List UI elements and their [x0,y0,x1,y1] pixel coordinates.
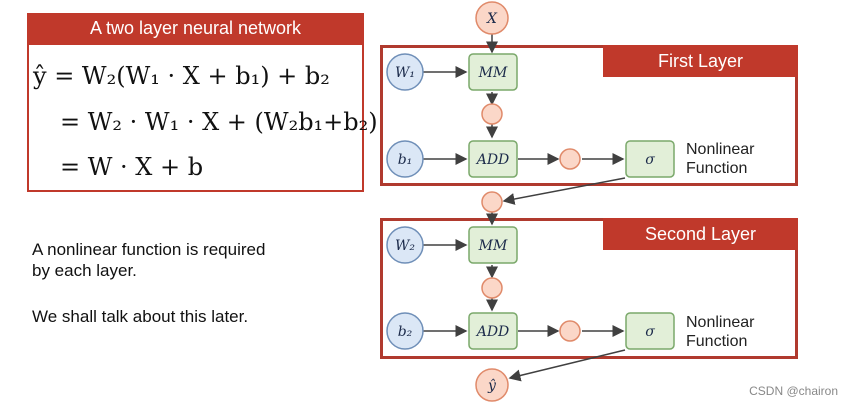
tensor-node-2 [559,148,581,170]
add1-node: ADD [468,140,518,178]
input-node: X [475,1,509,35]
layer1-nonlinear-label: Nonlinear Function [686,140,754,178]
add2-node-label: ADD [475,324,510,340]
tensor-node-5 [559,320,581,342]
b1-node: b₁ [386,140,424,178]
watermark: CSDN @chairon [749,384,838,398]
layer2-nonlinear-line2: Function [686,333,748,350]
layer1-nonlinear-line1: Nonlinear [686,141,755,158]
note-line-2: by each layer. [32,261,137,280]
note-line-1: A nonlinear function is required [32,240,266,259]
edge-sigma1-to-mid [502,177,626,205]
w1-node-label: W₁ [395,65,415,81]
layer1-nonlinear-line2: Function [686,160,748,177]
add2-node: ADD [468,312,518,350]
input-node-label: X [486,11,498,27]
mm2-node-label: MM [478,238,508,254]
tensor-node-1 [481,103,503,125]
equation-line-3: = W · X + b [60,153,204,181]
second-layer-frame [380,218,798,359]
w2-node-label: W₂ [395,238,415,254]
sigma1-node-label: σ [645,152,655,168]
panel-title: A two layer neural network [27,13,364,43]
sigma1-node: σ [625,140,675,178]
output-node: ŷ [475,368,509,402]
output-node-label: ŷ [487,377,497,394]
b2-node: b₂ [386,312,424,350]
tensor-node-3 [481,191,503,213]
mm2-node: MM [468,226,518,264]
w2-node: W₂ [386,226,424,264]
mm1-node-label: MM [478,65,508,81]
note-line-3: We shall talk about this later. [32,307,249,326]
mm1-node: MM [468,53,518,91]
equation-box [27,43,364,192]
edge-sigma2-to-output [508,349,626,382]
sigma2-node-label: σ [645,324,655,340]
first-layer-label: First Layer [603,45,798,77]
b2-node-label: b₂ [398,324,413,340]
layer2-nonlinear-label: Nonlinear Function [686,313,754,351]
second-layer-label: Second Layer [603,218,798,250]
equation-line-2: = W₂ · W₁ · X + (W₂b₁+b₂) [60,108,378,136]
tensor-node-4 [481,277,503,299]
sigma2-node: σ [625,312,675,350]
w1-node: W₁ [386,53,424,91]
layer2-nonlinear-line1: Nonlinear [686,314,755,331]
b1-node-label: b₁ [398,152,413,168]
equation-line-1: ŷ = W₂(W₁ · X + b₁) + b₂ [33,62,330,90]
add1-node-label: ADD [475,152,510,168]
